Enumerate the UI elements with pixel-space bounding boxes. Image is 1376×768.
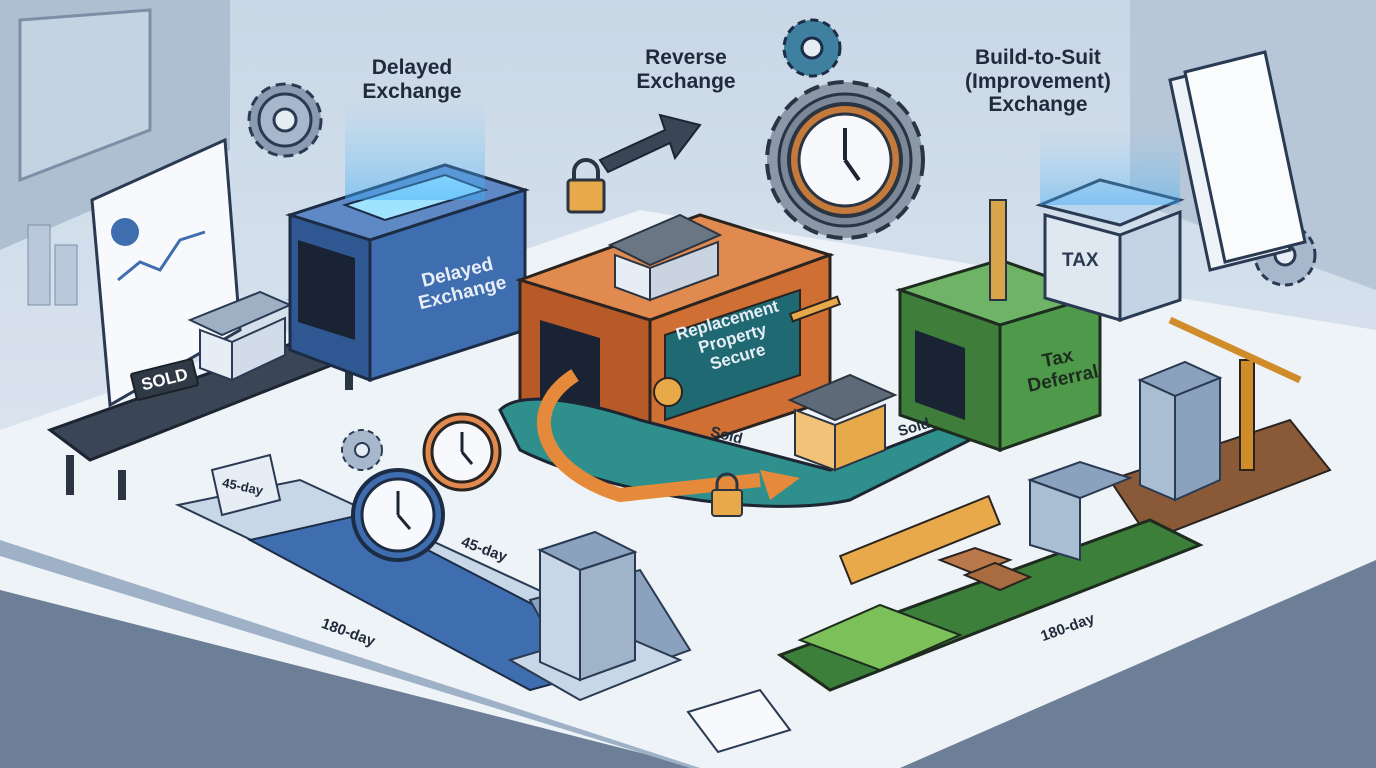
clock-icon [351, 468, 445, 562]
clock-icon [422, 412, 502, 492]
build-to-suit-line2: (Improvement) [965, 69, 1111, 93]
padlock-icon [711, 472, 743, 517]
documents-stack [1168, 50, 1307, 272]
ruler [838, 494, 1002, 586]
clock-gear [765, 80, 925, 240]
contract-document [686, 688, 792, 754]
gear-icon [782, 18, 842, 78]
calendar-icon [210, 453, 282, 517]
construction-site [1108, 316, 1332, 542]
orange-path [537, 369, 761, 503]
build-to-suit-line1: Build-to-Suit [974, 46, 1101, 69]
build-to-suit-line3: Exchange [988, 93, 1088, 117]
delayed-exchange-box [285, 100, 530, 383]
reverse-exchange-title: Reverse Exchange [636, 46, 736, 93]
house [787, 373, 898, 472]
build-to-suit-title: Build-to-Suit (Improvement) Exchange [965, 46, 1111, 117]
padlock-icon [566, 158, 606, 214]
office-building [507, 530, 683, 702]
tax-vault [1035, 130, 1185, 323]
tax-deferral-box [895, 199, 1105, 453]
delayed-exchange-title: Delayed Exchange [362, 56, 462, 103]
tax-vault-label: TAX [1062, 250, 1099, 271]
build-timeline-strip [776, 460, 1204, 692]
reverse-arrow [598, 113, 702, 174]
gear-icon [247, 82, 323, 158]
gear-icon [341, 429, 383, 471]
sold-shop [187, 290, 293, 382]
orange-arrow [760, 470, 800, 500]
